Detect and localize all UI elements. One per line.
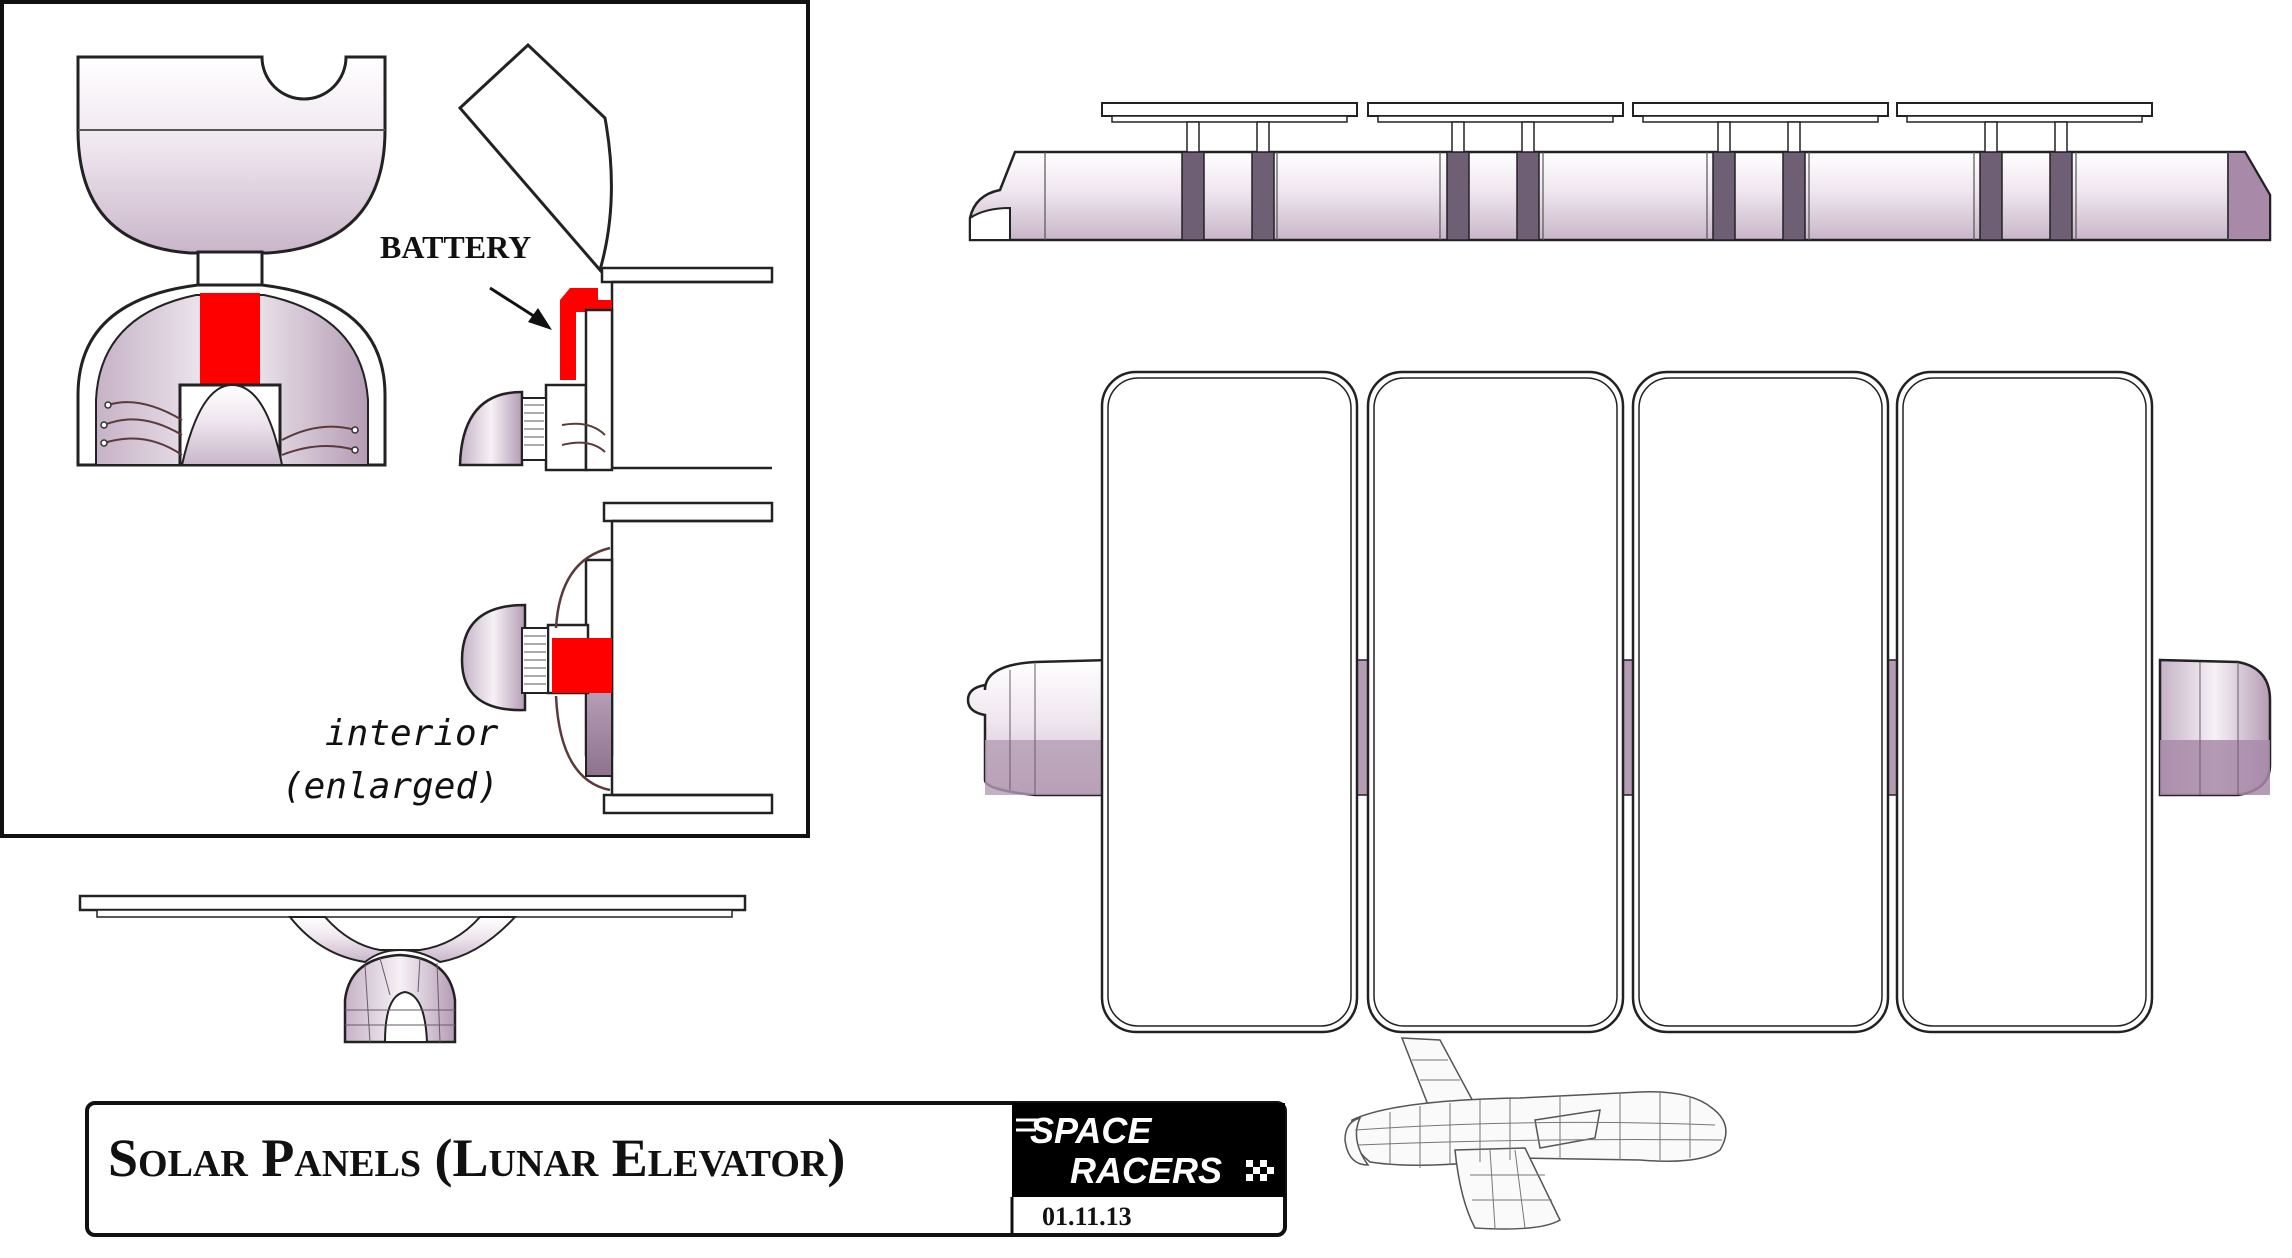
- logo-racers: RACERS: [1070, 1150, 1222, 1191]
- battery-block: [200, 293, 260, 393]
- solar-panel-4: [1895, 370, 2154, 1034]
- sheet-date: 01.11.13: [1042, 1202, 1132, 1231]
- enlarged-interior: interior (enlarged): [282, 501, 774, 815]
- enlarged-battery: [552, 638, 612, 693]
- title-block: Solar Panels (Lunar Elevator) SPACE RACE…: [85, 1101, 1287, 1237]
- logo-panel: [1012, 1103, 1285, 1197]
- logo-space: SPACE: [1030, 1110, 1152, 1151]
- wireframe-vehicle: [1344, 1037, 1727, 1230]
- interior-inset: BATTERY interior: [0, 0, 810, 838]
- solar-panel-2: [1366, 370, 1625, 1034]
- pod-cross-section: [76, 55, 387, 467]
- interior-label-line2: (enlarged): [282, 766, 499, 807]
- solar-panel-3: [1631, 370, 1890, 1034]
- logo-speed-lines: [1016, 1118, 1040, 1132]
- solar-panel-1: [1100, 370, 1359, 1034]
- interior-label-line1: interior: [325, 713, 499, 754]
- battery-side-view: BATTERY: [380, 42, 774, 472]
- solar-panel-side-view: [78, 894, 747, 1044]
- elevator-top-view: [966, 370, 2272, 1034]
- sheet-title: Solar Panels (Lunar Elevator): [108, 1128, 845, 1188]
- elevator-side-view: [968, 102, 2272, 242]
- checkered-flag-icon: [1246, 1160, 1274, 1181]
- battery-label: BATTERY: [380, 229, 531, 265]
